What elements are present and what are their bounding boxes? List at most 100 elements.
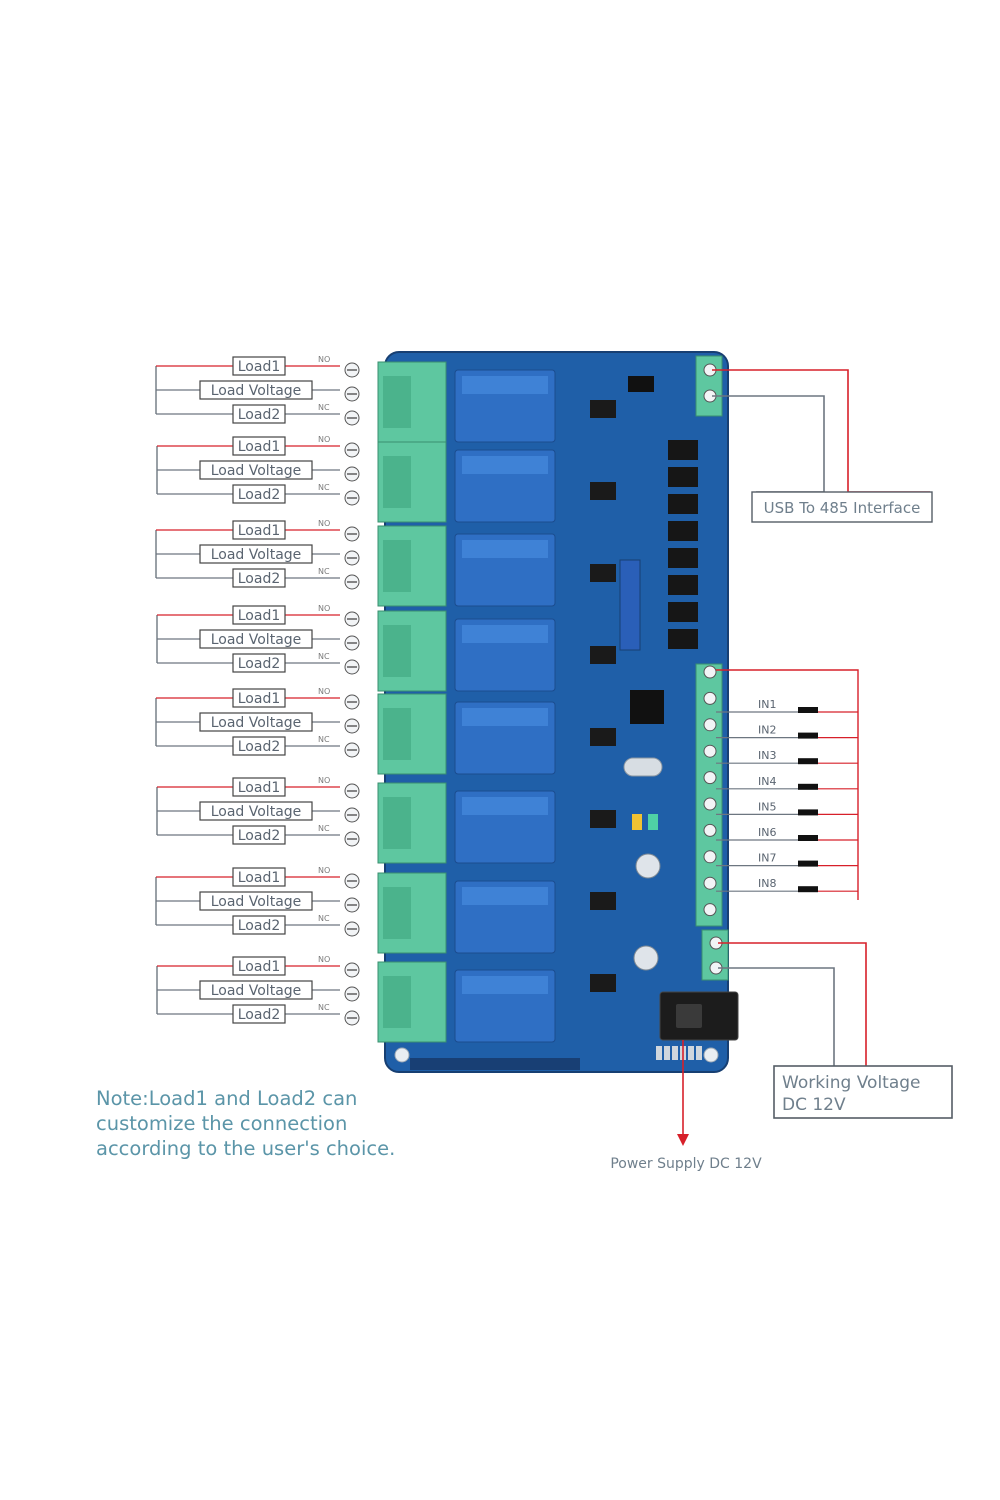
load2-box bbox=[232, 484, 286, 504]
capacitor bbox=[633, 945, 659, 971]
nc-label: NC bbox=[318, 652, 330, 661]
note-line-3: according to the user's choice. bbox=[96, 1137, 396, 1160]
load-voltage-box bbox=[199, 980, 313, 1000]
usb-485-box bbox=[751, 491, 933, 523]
load1-box bbox=[232, 956, 286, 976]
nc-label: NC bbox=[318, 1003, 330, 1012]
header-pin bbox=[656, 1046, 662, 1060]
wire-red bbox=[712, 369, 930, 493]
note-text: Note:Load1 and Load2 can customize the c… bbox=[96, 1086, 456, 1161]
optocoupler bbox=[590, 646, 616, 664]
terminal-screw bbox=[703, 665, 717, 679]
input-terminals bbox=[695, 355, 729, 981]
load2-label: Load2 bbox=[238, 828, 281, 844]
optocoupler bbox=[590, 892, 616, 910]
load-voltage-box bbox=[199, 891, 313, 911]
input-optocoupler bbox=[668, 548, 698, 568]
nc-label: NC bbox=[318, 483, 330, 492]
terminal-face bbox=[383, 456, 411, 508]
terminal-screw bbox=[703, 876, 717, 890]
nc-label: NC bbox=[318, 914, 330, 923]
mount-hole bbox=[703, 1047, 719, 1063]
relay-terminals bbox=[344, 361, 447, 1043]
working-voltage-wiring: Working Voltage DC 12V bbox=[718, 942, 953, 1119]
input-optocoupler bbox=[668, 467, 698, 487]
load1-box bbox=[232, 777, 286, 797]
note-line-2: customize the connection bbox=[96, 1112, 348, 1135]
optocoupler bbox=[590, 728, 616, 746]
input-label: IN8 bbox=[758, 877, 776, 890]
input-optocoupler bbox=[668, 440, 698, 460]
no-label: NO bbox=[318, 776, 330, 785]
relay-label-area bbox=[462, 456, 548, 474]
nc-label: NC bbox=[318, 735, 330, 744]
switch-contact bbox=[798, 860, 818, 867]
load1-label: Load1 bbox=[238, 691, 281, 707]
input-common-wire bbox=[716, 669, 859, 900]
relay-label-area bbox=[462, 540, 548, 558]
load1-label: Load1 bbox=[238, 870, 281, 886]
load-voltage-box bbox=[199, 460, 313, 480]
capacitor bbox=[635, 853, 661, 879]
nc-label: NC bbox=[318, 567, 330, 576]
load2-label: Load2 bbox=[238, 407, 281, 423]
load1-box bbox=[232, 605, 286, 625]
switch-contact bbox=[798, 886, 818, 893]
load2-label: Load2 bbox=[238, 1007, 281, 1023]
no-label: NO bbox=[318, 687, 330, 696]
resistor-array bbox=[619, 559, 641, 651]
optocoupler bbox=[590, 400, 616, 418]
rs485-chip bbox=[628, 376, 654, 392]
switch-contact bbox=[798, 758, 818, 765]
switch-contact bbox=[798, 809, 818, 816]
load2-box bbox=[232, 736, 286, 756]
load-voltage-box bbox=[199, 801, 313, 821]
mcu-chip bbox=[630, 690, 664, 724]
power-supply-label: Power Supply DC 12V bbox=[610, 1156, 762, 1172]
nc-label: NC bbox=[318, 403, 330, 412]
load1-box bbox=[232, 688, 286, 708]
header-pin bbox=[696, 1046, 702, 1060]
terminal-face bbox=[383, 625, 411, 677]
load-voltage-box bbox=[199, 712, 313, 732]
header-pin bbox=[672, 1046, 678, 1060]
relay-board bbox=[344, 351, 739, 1073]
terminal-face bbox=[383, 376, 411, 428]
input-optocoupler bbox=[668, 575, 698, 595]
load1-label: Load1 bbox=[238, 780, 281, 796]
load-voltage-box bbox=[199, 629, 313, 649]
load-voltage-label: Load Voltage bbox=[211, 547, 302, 563]
input-optocoupler bbox=[668, 629, 698, 649]
terminal-face bbox=[383, 540, 411, 592]
input-label: IN7 bbox=[758, 852, 776, 865]
terminal-block bbox=[377, 961, 447, 1043]
input-optocoupler bbox=[668, 521, 698, 541]
relay-label-area bbox=[462, 797, 548, 815]
terminal-screw bbox=[703, 691, 717, 705]
load1-box bbox=[232, 520, 286, 540]
power-supply-wiring: Power Supply DC 12V bbox=[610, 1040, 762, 1172]
wire-gray bbox=[718, 967, 835, 1066]
relay-label-area bbox=[462, 625, 548, 643]
optocoupler bbox=[590, 810, 616, 828]
working-voltage-line2: DC 12V bbox=[782, 1095, 846, 1115]
load2-label: Load2 bbox=[238, 656, 281, 672]
relay-label-area bbox=[462, 376, 548, 394]
input-label: IN1 bbox=[758, 698, 776, 711]
terminal-screw bbox=[703, 718, 717, 732]
load-voltage-box bbox=[199, 380, 313, 400]
crystal bbox=[623, 757, 663, 777]
nc-label: NC bbox=[318, 824, 330, 833]
load1-label: Load1 bbox=[238, 359, 281, 375]
dc-jack-hole bbox=[676, 1004, 702, 1028]
input-optocoupler bbox=[668, 602, 698, 622]
terminal-block bbox=[377, 693, 447, 775]
load-voltage-label: Load Voltage bbox=[211, 715, 302, 731]
load1-label: Load1 bbox=[238, 439, 281, 455]
mount-hole bbox=[394, 1047, 410, 1063]
load2-box bbox=[232, 653, 286, 673]
load-voltage-label: Load Voltage bbox=[211, 383, 302, 399]
terminal-screw bbox=[703, 797, 717, 811]
terminal-screw bbox=[703, 744, 717, 758]
